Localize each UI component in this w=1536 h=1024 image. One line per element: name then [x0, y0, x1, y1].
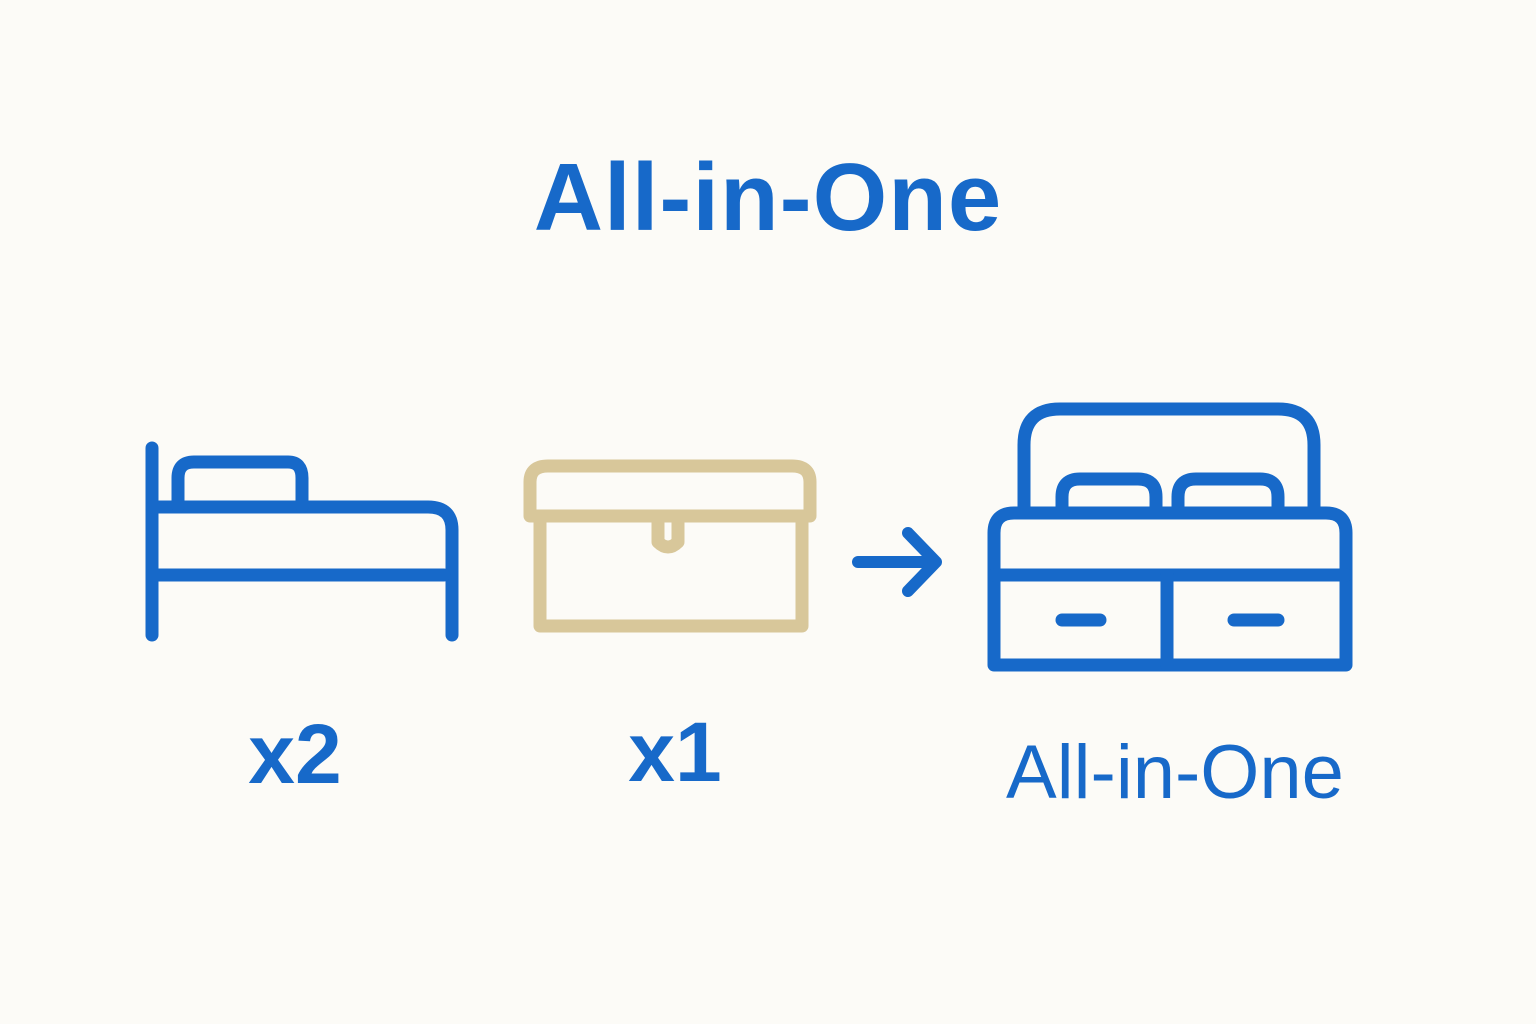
result-label: All-in-One [1006, 730, 1344, 815]
storage-chest-icon [523, 459, 817, 633]
diagram-title: All-in-One [533, 144, 1003, 251]
bed-with-storage-drawers-icon [987, 402, 1353, 672]
arrow-right-icon [852, 527, 942, 597]
single-bed-icon [145, 441, 459, 642]
single-bed-quantity-label: x2 [248, 707, 342, 801]
storage-chest-quantity-label: x1 [628, 705, 722, 799]
